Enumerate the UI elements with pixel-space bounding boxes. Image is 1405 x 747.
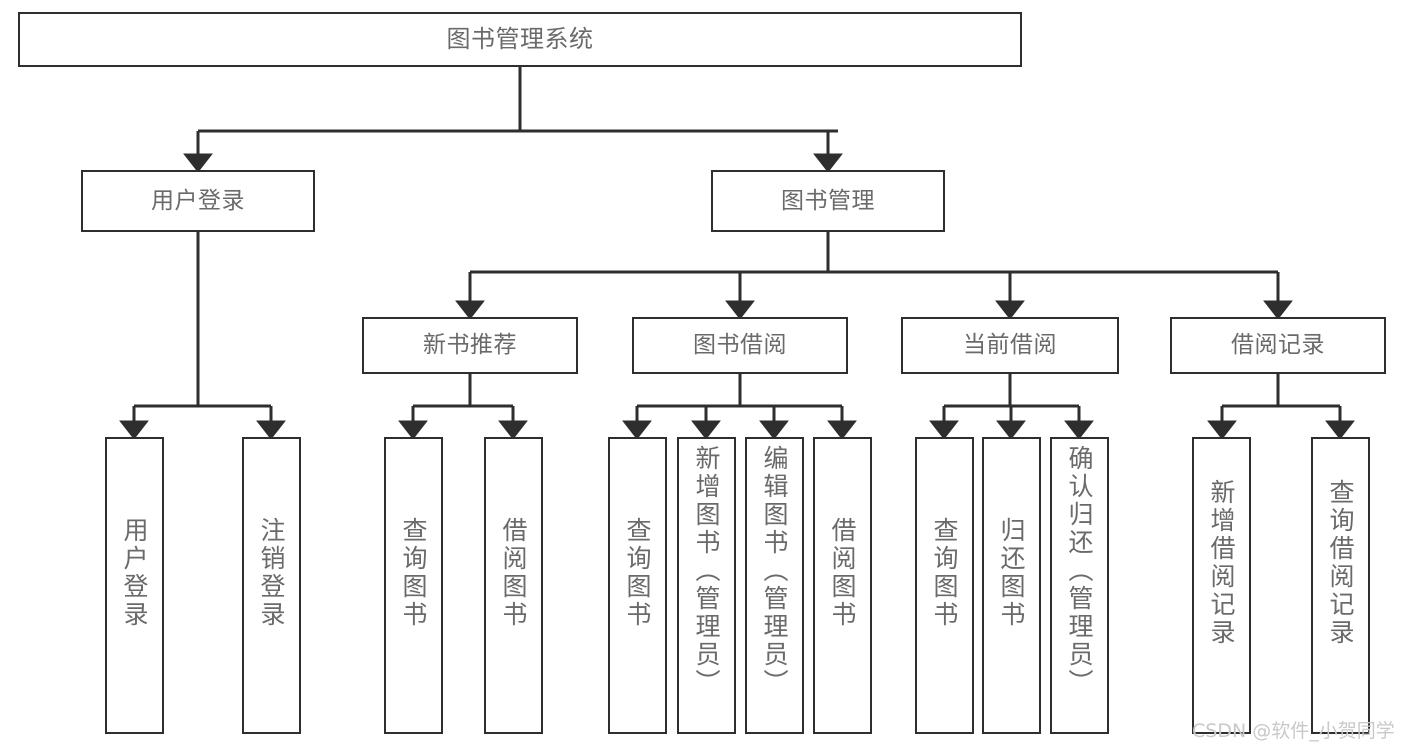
node-user-login-label: 用户登录 [151, 187, 245, 214]
leaf-current-borrow-confirm[interactable]: 确认归还（管理员） [1050, 437, 1109, 734]
leaf-book-borrow-borrow[interactable]: 借阅图书 [813, 437, 872, 734]
node-book-borrow[interactable]: 图书借阅 [632, 317, 848, 374]
leaf-book-borrow-edit-label: 编辑图书（管理员） [760, 445, 789, 697]
node-borrow-record-label: 借阅记录 [1231, 332, 1325, 359]
leaf-book-borrow-add[interactable]: 新增图书（管理员） [677, 437, 736, 734]
node-book-borrow-label: 图书借阅 [693, 332, 787, 359]
leaf-new-book-borrow[interactable]: 借阅图书 [484, 437, 543, 734]
node-new-book-recommend-label: 新书推荐 [423, 332, 517, 359]
leaf-current-borrow-return-label: 归还图书 [997, 517, 1026, 629]
leaf-current-borrow-return[interactable]: 归还图书 [982, 437, 1041, 734]
csdn-watermark: CSDN @软件_小贺同学 [1192, 720, 1395, 742]
node-borrow-record[interactable]: 借阅记录 [1170, 317, 1386, 374]
leaf-user-login-login-label: 用户登录 [120, 517, 149, 629]
leaf-current-borrow-query[interactable]: 查询图书 [915, 437, 974, 734]
leaf-borrow-record-add-label: 新增借阅记录 [1207, 479, 1236, 647]
node-current-borrow[interactable]: 当前借阅 [901, 317, 1119, 374]
leaf-new-book-query-label: 查询图书 [399, 517, 428, 629]
node-root-system-label: 图书管理系统 [446, 24, 594, 53]
node-current-borrow-label: 当前借阅 [963, 332, 1057, 359]
node-root-system[interactable]: 图书管理系统 [18, 12, 1022, 67]
leaf-borrow-record-query[interactable]: 查询借阅记录 [1311, 437, 1370, 734]
leaf-current-borrow-confirm-label: 确认归还（管理员） [1065, 445, 1094, 697]
leaf-book-borrow-borrow-label: 借阅图书 [828, 517, 857, 629]
node-new-book-recommend[interactable]: 新书推荐 [362, 317, 578, 374]
node-book-management-label: 图书管理 [781, 187, 875, 214]
leaf-book-borrow-query-label: 查询图书 [623, 517, 652, 629]
node-user-login[interactable]: 用户登录 [81, 170, 315, 232]
leaf-book-borrow-edit[interactable]: 编辑图书（管理员） [745, 437, 804, 734]
leaf-user-login-login[interactable]: 用户登录 [105, 437, 164, 734]
leaf-borrow-record-add[interactable]: 新增借阅记录 [1192, 437, 1251, 734]
leaf-new-book-borrow-label: 借阅图书 [499, 517, 528, 629]
leaf-book-borrow-query[interactable]: 查询图书 [608, 437, 667, 734]
leaf-current-borrow-query-label: 查询图书 [930, 517, 959, 629]
node-book-management[interactable]: 图书管理 [711, 170, 945, 232]
leaf-user-login-logout[interactable]: 注销登录 [242, 437, 301, 734]
leaf-new-book-query[interactable]: 查询图书 [384, 437, 443, 734]
leaf-user-login-logout-label: 注销登录 [257, 517, 286, 629]
leaf-borrow-record-query-label: 查询借阅记录 [1326, 479, 1355, 647]
leaf-book-borrow-add-label: 新增图书（管理员） [692, 445, 721, 697]
